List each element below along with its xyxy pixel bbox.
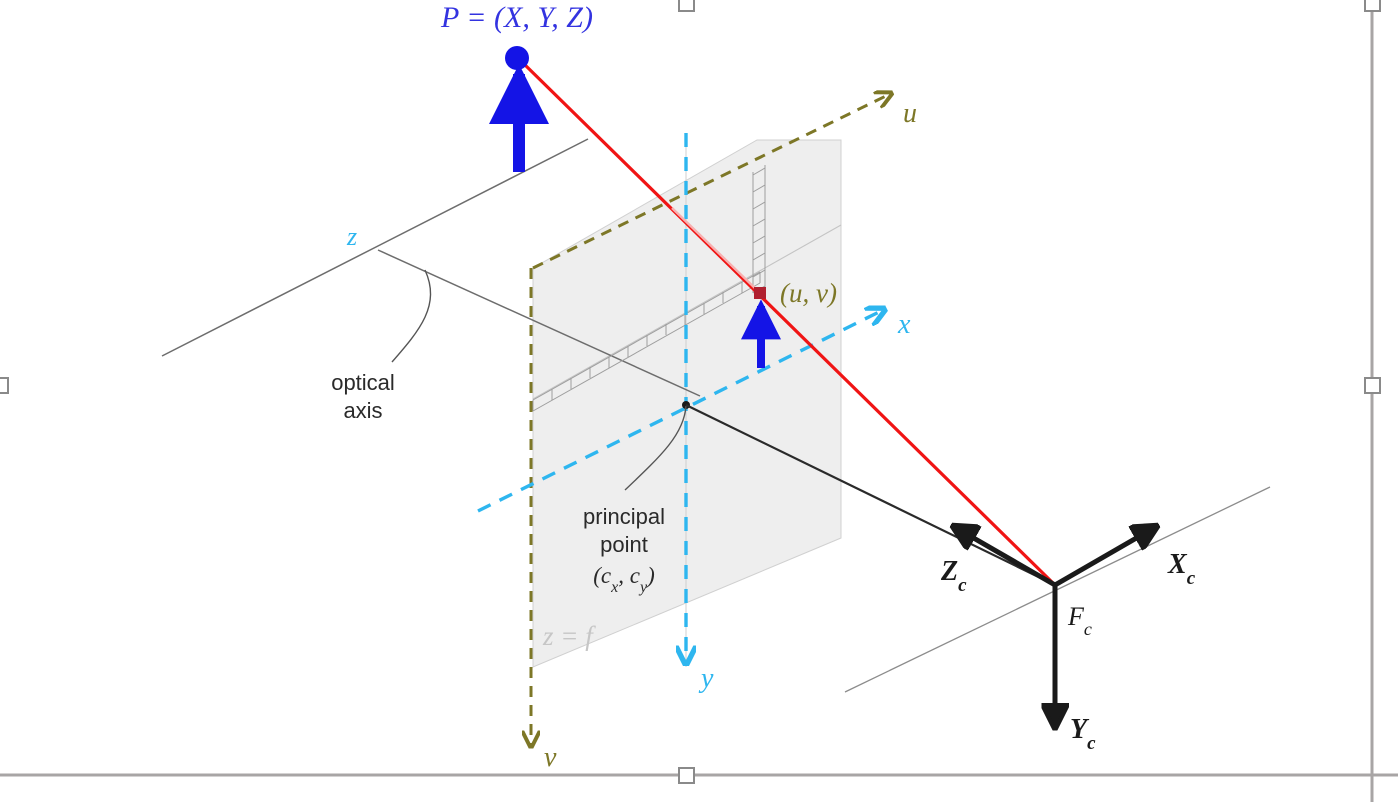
ruler-u-ticks [532, 272, 761, 411]
principal-point-leader [624, 405, 687, 491]
axis-v-label: v [544, 742, 557, 773]
world-point-marker [505, 46, 529, 70]
measurement-rulers [532, 165, 766, 412]
pp-close: ) [645, 563, 655, 588]
selection-handle-top-center[interactable] [678, 0, 695, 12]
camera-axis-Xc [1053, 529, 1152, 588]
optical-axis-leader [391, 269, 432, 363]
image-point-group: (u, v) [741, 278, 837, 368]
principal-point-group: principal point (cx, cy) [583, 401, 690, 596]
camera-axis-Xc-label: Xc [1167, 549, 1196, 589]
image-point-label: (u, v) [780, 278, 837, 308]
axis-u-line [532, 94, 890, 270]
axis-z-label: z [346, 222, 357, 251]
axis-x-line [477, 310, 883, 513]
camera-axis-Zc [958, 529, 1057, 588]
image-point-marker [754, 287, 766, 299]
axis-u-label: u [903, 98, 917, 129]
camera-frame-origin-label: Fc [1067, 602, 1092, 639]
Xc-sub: c [1187, 568, 1196, 589]
axis-y-label: y [698, 663, 714, 694]
Zc-main: Z [940, 556, 958, 587]
optical-axis-label-line2: axis [343, 398, 382, 423]
pp-sub-x: x [610, 579, 618, 596]
camera-axis-Zc-label: Zc [940, 556, 967, 596]
optical-axis-line [161, 138, 589, 357]
selection-handle-bottom-center[interactable] [678, 767, 695, 784]
image-axes-olive: u v [531, 94, 917, 773]
Fc-sub: c [1084, 619, 1092, 639]
principal-point-label-line2: point [600, 532, 648, 557]
normalized-axes-cyan: x y [477, 133, 911, 694]
optical-axis-label-line1: optical [331, 370, 395, 395]
Xc-main: X [1167, 549, 1188, 580]
selection-handle-left-middle[interactable] [0, 377, 9, 394]
world-point-group: P = (X, Y, Z) [440, 1, 593, 172]
pp-comma: , c [618, 563, 640, 588]
plane-depth-label: z = f [542, 621, 596, 651]
selection-handle-right-middle[interactable] [1364, 377, 1381, 394]
plane-horizon-line [377, 249, 701, 397]
axis-x-label: x [897, 309, 911, 340]
principal-ray-to-origin [685, 404, 1056, 586]
Yc-main: Y [1070, 714, 1090, 745]
principal-point-label-line1: principal [583, 504, 665, 529]
pp-sub-y: y [638, 579, 648, 596]
optical-axis-group: z optical axis [161, 138, 701, 423]
world-point-label: P = (X, Y, Z) [440, 1, 593, 34]
projection-ray-group [520, 60, 1057, 587]
camera-frame-axes: Xc Zc Yc Fc [940, 529, 1196, 754]
camera-axis-Yc-label: Yc [1070, 714, 1096, 754]
projection-ray-occluded-segment [671, 207, 761, 294]
principal-point-label-coords: (cx, cy) [593, 563, 654, 596]
selection-handle-top-right[interactable] [1364, 0, 1381, 12]
projection-ray [520, 60, 1057, 587]
Fc-main: F [1067, 602, 1085, 631]
Zc-sub: c [958, 575, 967, 596]
pp-open: (c [593, 563, 611, 588]
Yc-sub: c [1087, 733, 1096, 754]
